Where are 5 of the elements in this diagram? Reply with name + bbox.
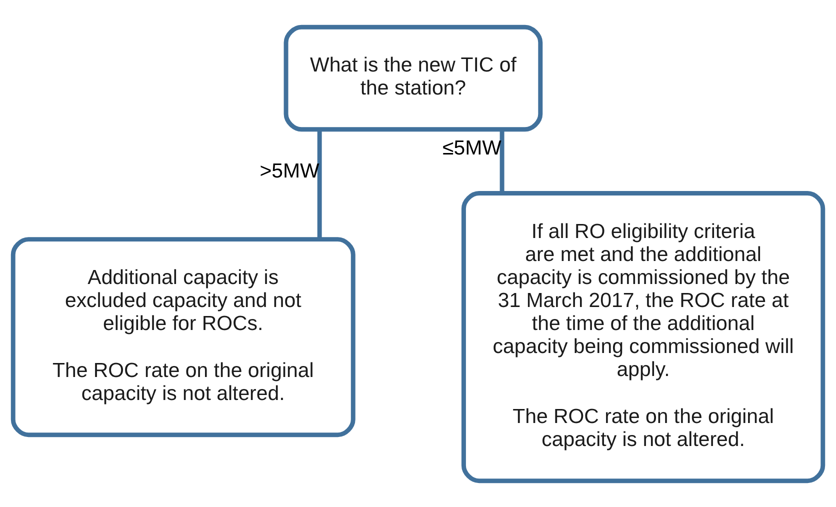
node-box: What is the new TIC of the station?: [284, 24, 543, 132]
node-box: If all RO eligibility criteria are met and the additional capacity is commissioned by the 31 March 2017, the ROC rate at the time of the additional capacity being commissioned will apply. The ROC rate on the original capacity is not altered.: [461, 190, 826, 483]
connector: [317, 128, 322, 238]
connector: [500, 128, 504, 193]
node-box: Additional capacity is excluded capacity and not eligible for ROCs. The ROC rate on the original capacity is not altered.: [10, 236, 356, 437]
